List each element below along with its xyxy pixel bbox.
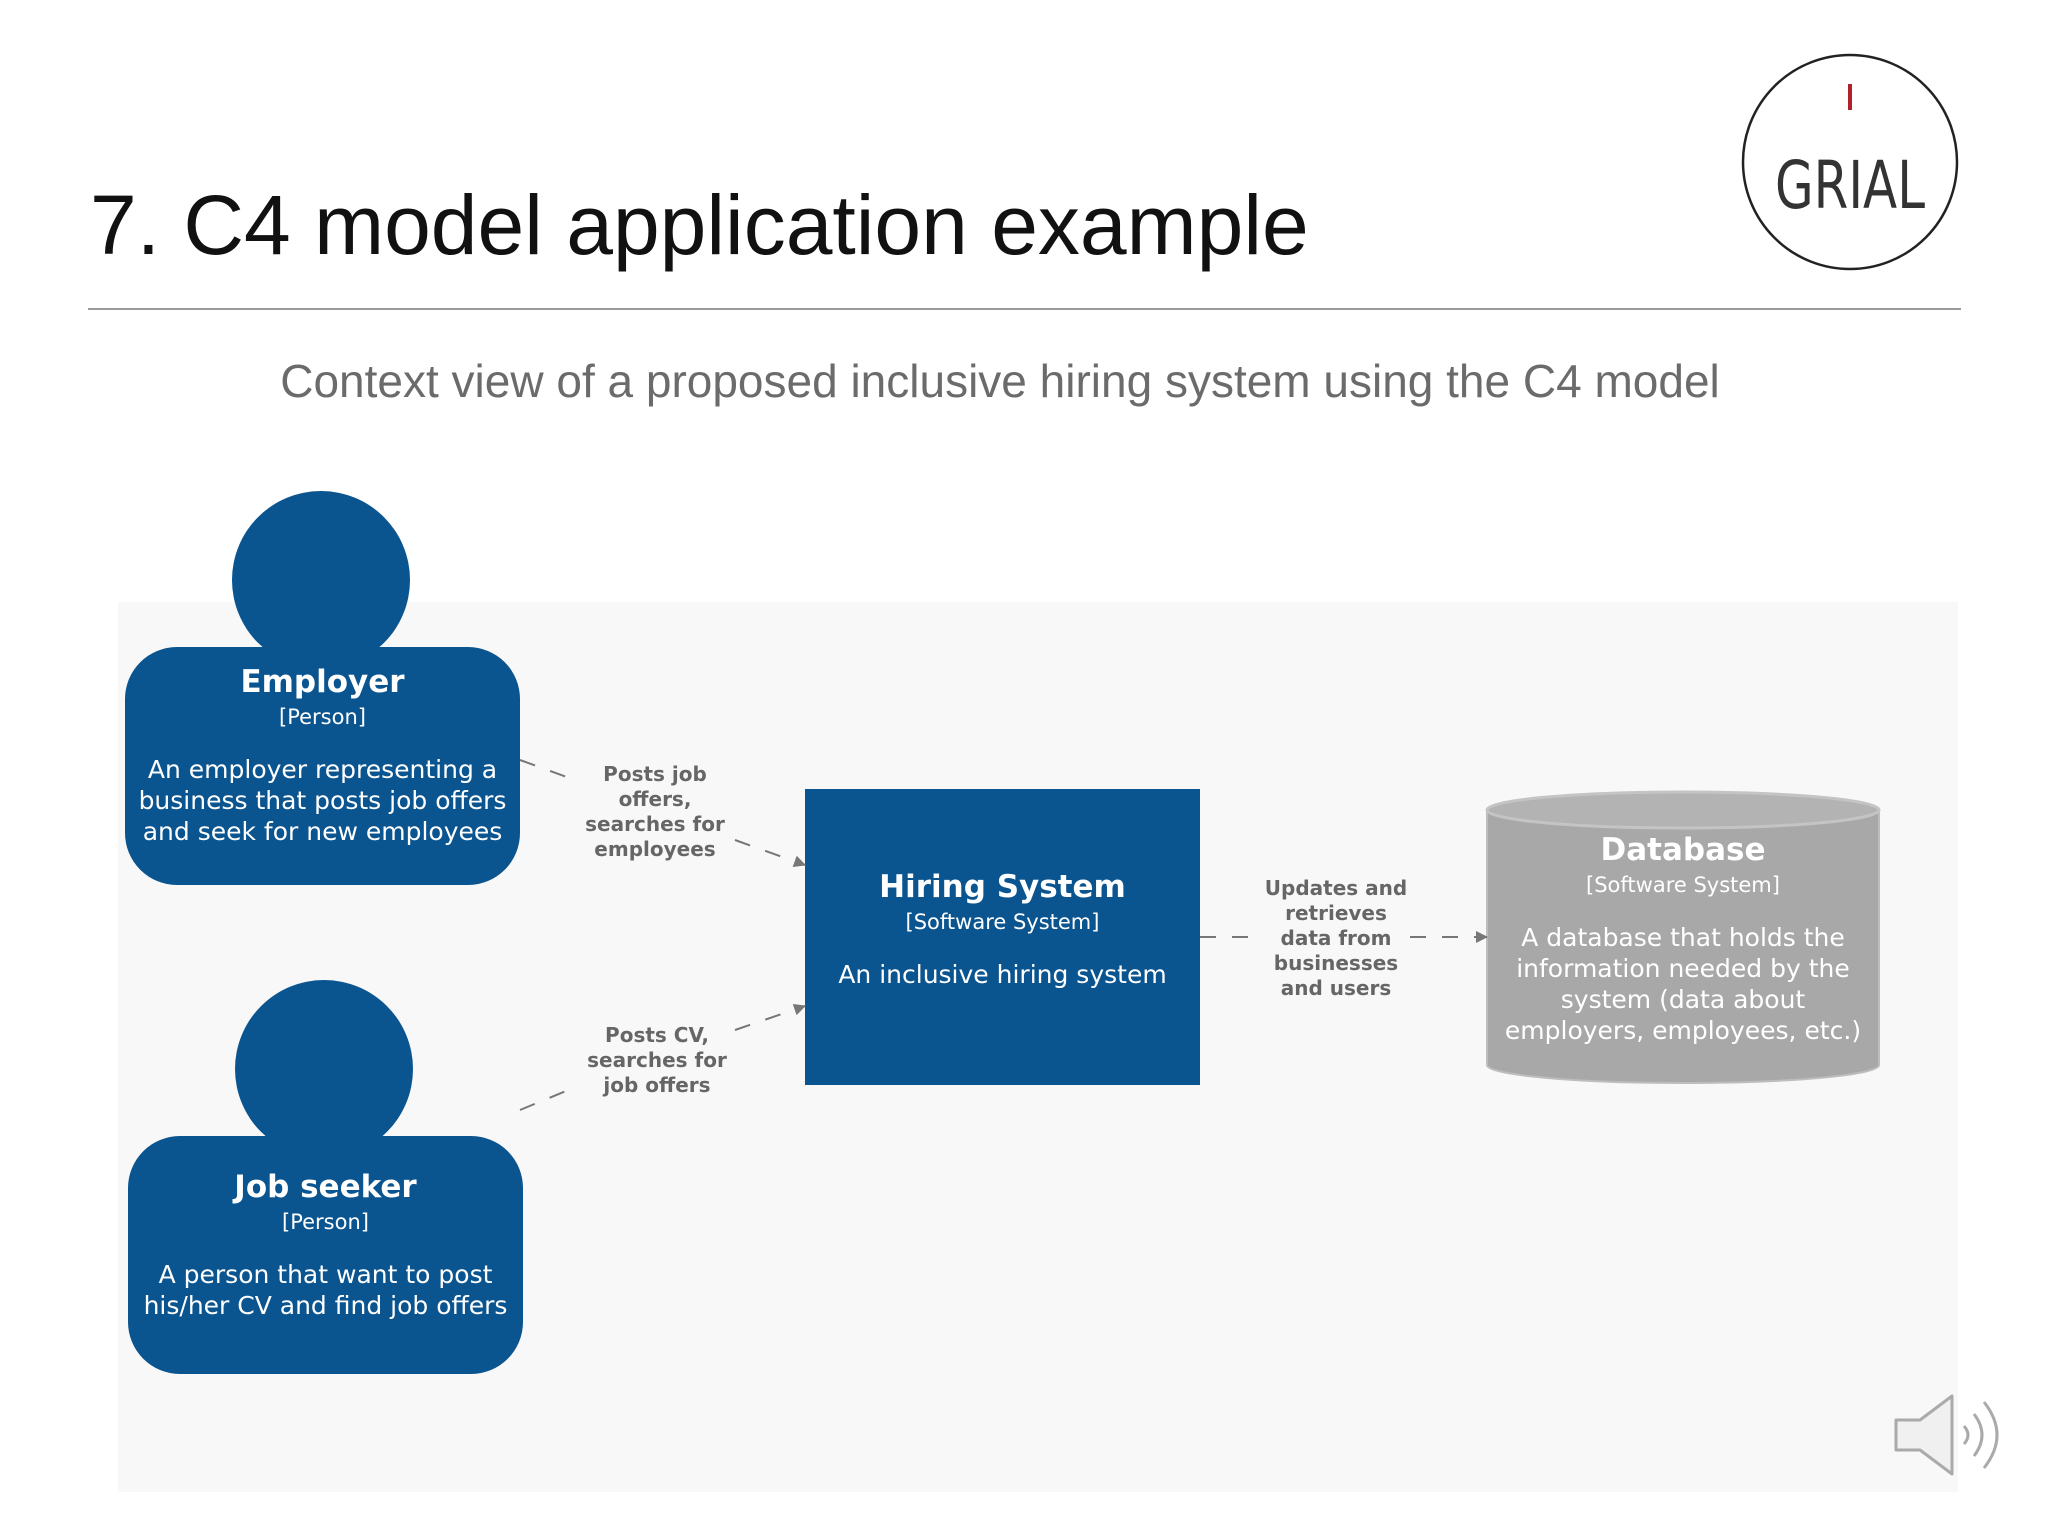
edge-label-line: Posts job [603,762,707,786]
database-name: Database [1600,832,1766,868]
hiring-system-type: [Software System] [905,910,1100,934]
job-seeker-type: [Person] [282,1210,369,1234]
database-node [1485,790,1881,1084]
slide-subtitle: Context view of a proposed inclusive hir… [280,355,1720,407]
hiring-system-node [805,789,1200,1085]
edge-employer-to-hiring-system [519,759,806,867]
database-description: A database that holds the information ne… [1487,922,1879,1046]
database-description-line: A database that holds the [1521,923,1845,952]
employer-person-node [125,491,520,885]
edge-label-line: Updates and [1264,876,1408,900]
job-seeker-description-line: his/her CV and find job offers [143,1291,508,1320]
employer-type: [Person] [279,705,366,729]
speaker-icon[interactable] [1892,1390,2010,1480]
job-seeker-description-line: A person that want to post [158,1260,493,1289]
hiring-system-description-line: An inclusive hiring system [838,960,1167,989]
title-divider [88,308,1961,310]
edge-label-line: job offers [603,1073,711,1097]
edge-label-line: retrieves [1285,901,1387,925]
employer-description: An employer representing a business that… [125,754,520,847]
job-seeker-name: Job seeker [234,1169,417,1205]
job-seeker-description: A person that want to post his/her CV an… [128,1259,523,1321]
employer-text: Employer [Person] An employer representi… [125,662,520,847]
grial-logo: GRIAL [1741,53,1959,271]
hiring-system-description: An inclusive hiring system [805,959,1200,990]
hiring-system-text: Hiring System [Software System] An inclu… [805,867,1200,990]
hiring-system-name: Hiring System [879,869,1126,905]
edge-label-line: employees [594,837,716,861]
edge-label-job-seeker: Posts CV, searches for job offers [572,1023,742,1098]
database-text: Database [Software System] A database th… [1487,830,1879,1046]
edge-label-line: data from [1280,926,1392,950]
edge-label-line: Posts CV, [605,1023,709,1047]
job-seeker-person-node [128,980,523,1374]
database-description-line: system (data about [1560,985,1806,1014]
database-description-line: information needed by the [1516,954,1850,983]
edge-job-seeker-to-hiring-system [519,1003,806,1111]
edge-label-database: Updates and retrieves data from business… [1250,876,1422,1001]
employer-description-line: and seek for new employees [142,817,503,846]
database-description-line: employers, employees, etc.) [1504,1016,1862,1045]
grial-logo-text: GRIAL [1775,147,1925,224]
edge-label-line: and users [1280,976,1392,1000]
edge-label-line: offers, [618,787,692,811]
edge-label-line: businesses [1273,951,1399,975]
edge-label-line: searches for [587,1048,727,1072]
employer-description-line: An employer representing a [147,755,498,784]
employer-description-line: business that posts job offers [138,786,507,815]
job-seeker-text: Job seeker [Person] A person that want t… [128,1167,523,1321]
database-type: [Software System] [1586,873,1780,897]
employer-name: Employer [240,664,405,700]
edge-label-line: searches for [585,812,725,836]
edge-label-employer: Posts job offers, searches for employees [570,762,740,862]
slide-title: 7. C4 model application example [90,178,1309,272]
